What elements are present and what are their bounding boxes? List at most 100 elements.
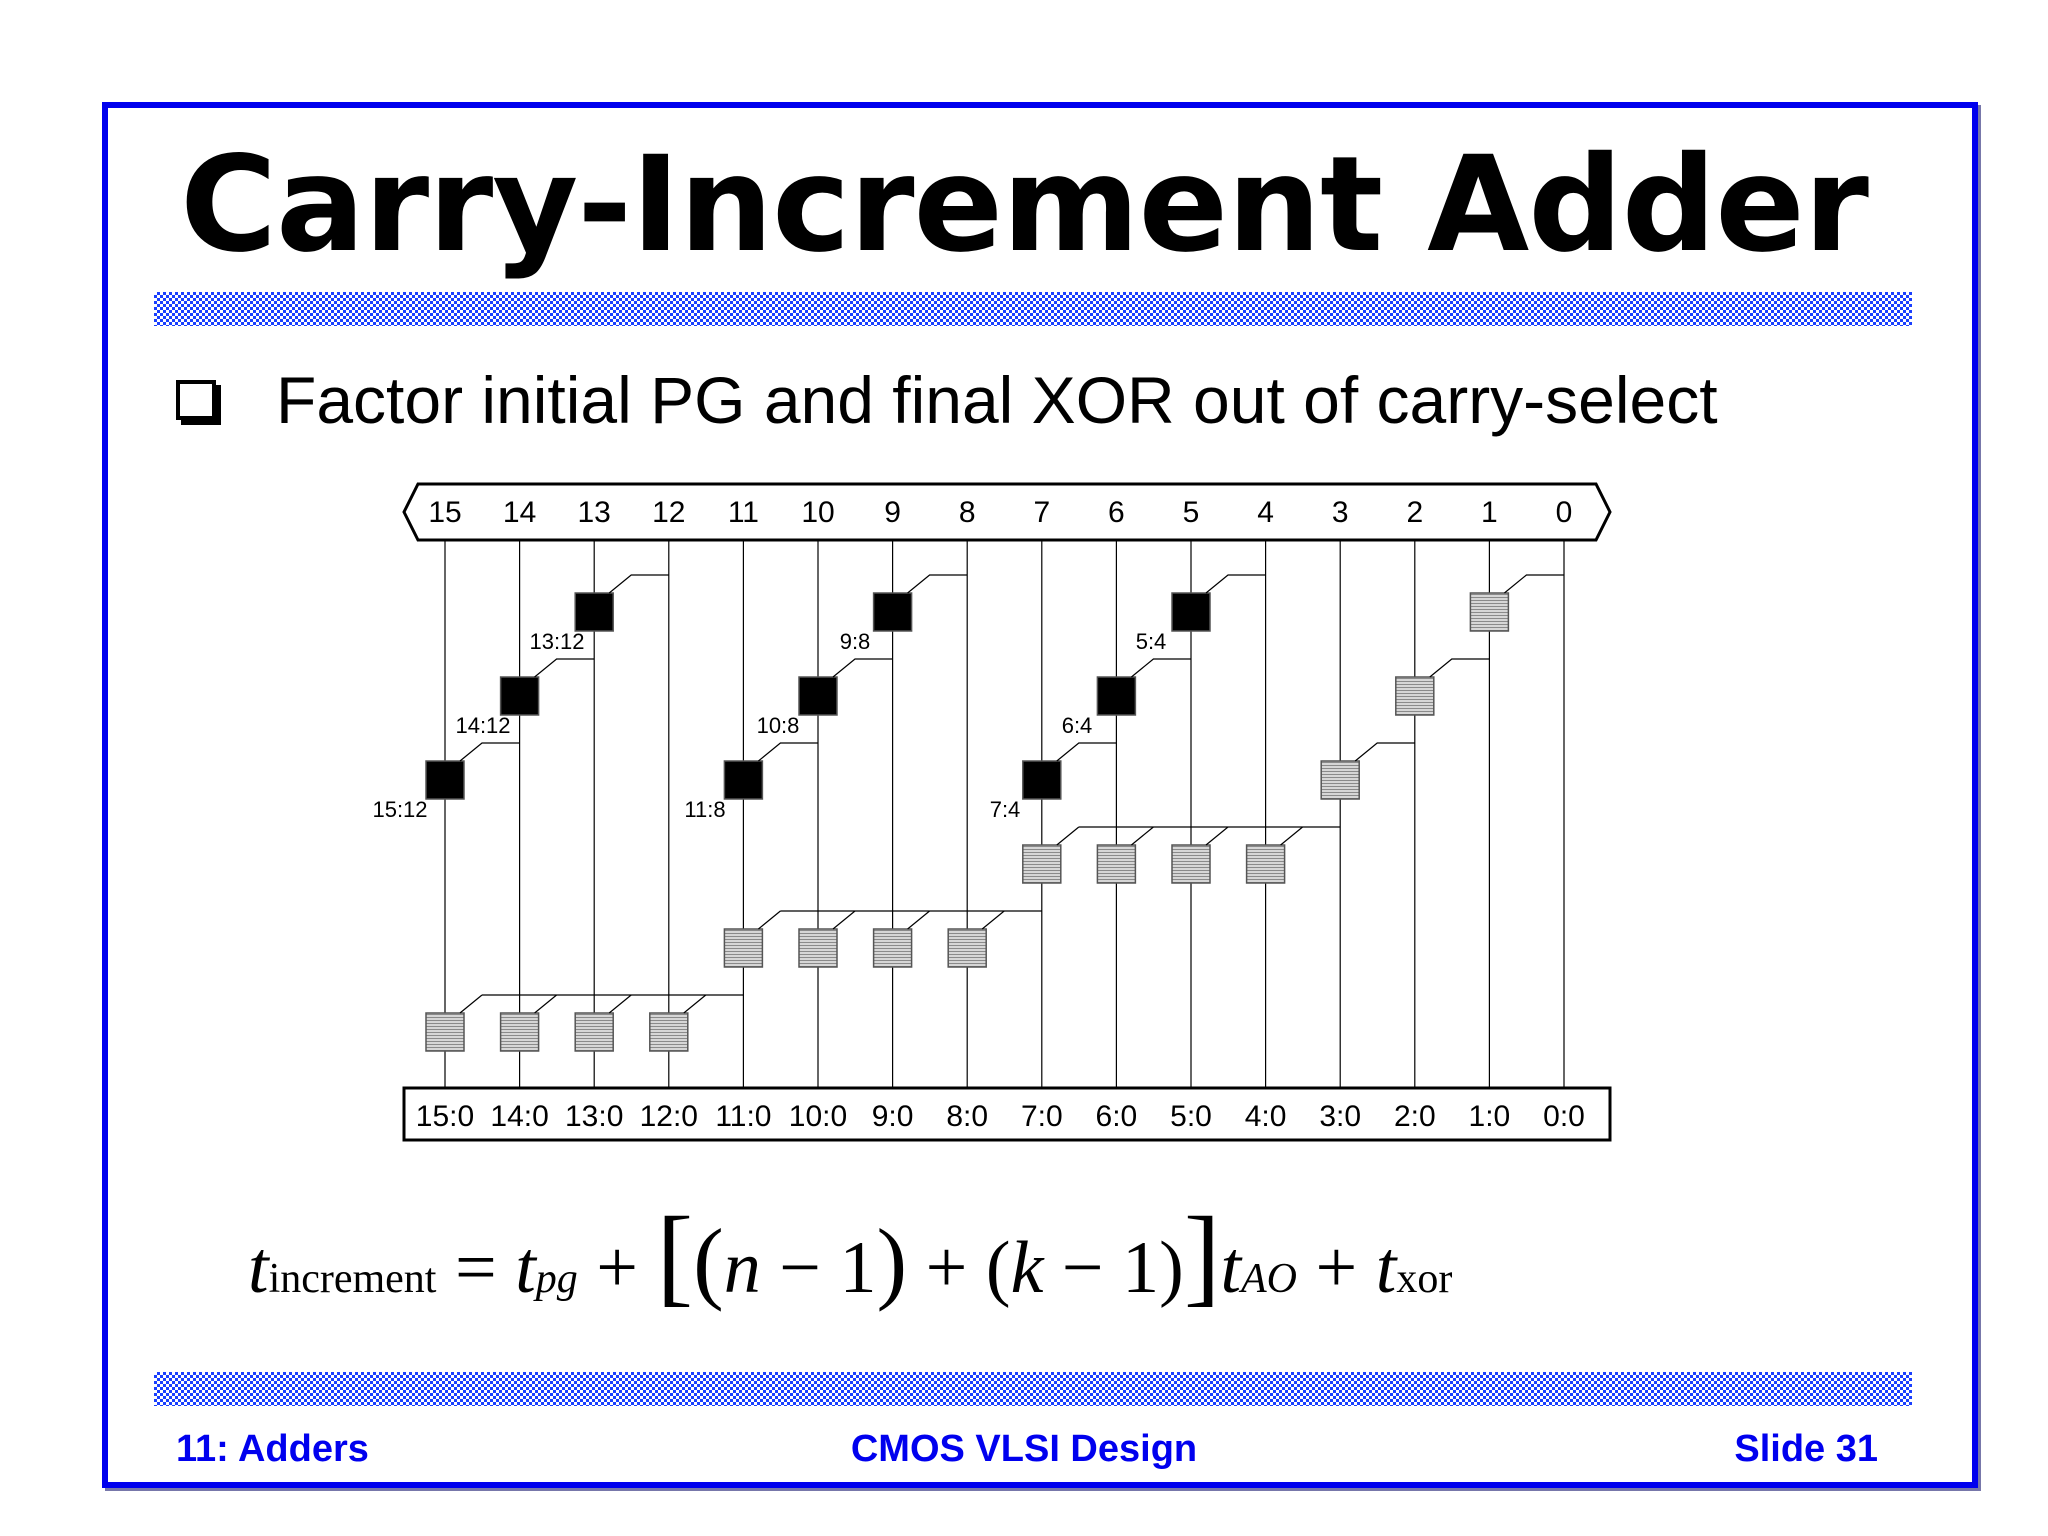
carry-link: [608, 574, 669, 594]
checkbox-bullet-icon: [176, 380, 216, 420]
carry-link: [534, 658, 595, 678]
gray-cell: [723, 928, 764, 968]
formula-t4: t: [1375, 1227, 1397, 1309]
gray-cell: [425, 1012, 465, 1052]
group-label: 15:12: [372, 797, 427, 822]
formula-plus3: +: [1297, 1227, 1376, 1309]
carry-link: [534, 994, 557, 1014]
formula-lparen: (: [693, 1210, 724, 1312]
carry-link: [1056, 826, 1080, 846]
output-bit-label: 11:0: [715, 1100, 771, 1133]
formula-sub-increment: increment: [268, 1256, 437, 1302]
formula-rbracket: ]: [1183, 1194, 1221, 1316]
input-bit-label: 14: [503, 496, 536, 529]
carry-link: [758, 742, 818, 762]
output-bit-label: 10:0: [789, 1100, 847, 1133]
top-hatch-divider: [154, 292, 1912, 326]
input-bit-label: 8: [959, 496, 976, 529]
gray-cell: [1022, 844, 1062, 884]
output-bit-label: 3:0: [1319, 1100, 1361, 1133]
black-cell: [1171, 592, 1211, 632]
group-label: 7:4: [990, 797, 1021, 822]
input-box-outline: [402, 482, 1612, 542]
black-cell: [723, 760, 764, 800]
carry-link: [832, 910, 856, 930]
carry-link: [683, 994, 707, 1014]
group-label: 5:4: [1136, 629, 1167, 654]
bottom-hatch-divider: [154, 1372, 1912, 1406]
gray-cell: [798, 928, 838, 968]
output-bit-label: 12:0: [640, 1100, 698, 1133]
carry-link: [832, 658, 893, 678]
carry-link: [907, 574, 968, 594]
carry-link: [1354, 742, 1415, 762]
carry-link: [459, 994, 483, 1014]
black-cell: [499, 676, 540, 716]
footer-course: CMOS VLSI Design: [850, 1428, 1198, 1470]
carry-link: [1131, 826, 1154, 846]
input-bit-label: 10: [801, 496, 834, 529]
input-bit-label: 5: [1183, 496, 1200, 529]
formula-k: k: [1010, 1227, 1044, 1309]
slide-title: Carry-Increment Adder: [180, 128, 1869, 282]
formula-t1: t: [248, 1227, 269, 1309]
input-bit-label: 1: [1481, 496, 1498, 529]
formula-plus1: +: [577, 1227, 657, 1309]
formula-rparen: ): [876, 1210, 908, 1312]
formula-sub-xor: xor: [1396, 1256, 1453, 1302]
input-bit-label: 15: [428, 496, 461, 529]
formula-eq: =: [436, 1227, 516, 1309]
bullet-item: Factor initial PG and final XOR out of c…: [176, 360, 1718, 440]
output-bit-label: 13:0: [565, 1100, 623, 1133]
output-box-outline: [402, 1086, 1612, 1142]
formula-sub-pg: pg: [535, 1256, 578, 1302]
formula-lbracket: [: [656, 1194, 694, 1316]
carry-link: [1280, 826, 1303, 846]
gray-cell: [1171, 844, 1211, 884]
black-cell: [1022, 760, 1062, 800]
output-bit-label: 0:0: [1543, 1100, 1585, 1133]
bullet-text: Factor initial PG and final XOR out of c…: [276, 363, 1718, 437]
formula-minus2: − 1): [1043, 1227, 1184, 1309]
black-cell: [1096, 676, 1137, 716]
black-cell: [798, 676, 838, 716]
input-bit-label: 2: [1406, 496, 1423, 529]
output-bit-label: 5:0: [1170, 1100, 1212, 1133]
black-cell: [425, 760, 465, 800]
group-label: 9:8: [840, 629, 871, 654]
formula-t2: t: [515, 1227, 536, 1309]
formula-n: n: [723, 1227, 761, 1309]
gray-cell: [1469, 592, 1510, 632]
carry-link: [907, 910, 930, 930]
formula-plus2: + (: [907, 1227, 1011, 1309]
output-bit-label: 7:0: [1021, 1100, 1063, 1133]
group-label: 13:12: [529, 629, 584, 654]
group-label: 10:8: [757, 713, 800, 738]
carry-link: [1429, 658, 1490, 678]
gray-cell: [1096, 844, 1137, 884]
output-bit-label: 1:0: [1469, 1100, 1511, 1133]
output-bit-label: 9:0: [872, 1100, 914, 1133]
black-cell: [872, 592, 913, 632]
formula-minus1: − 1: [760, 1227, 877, 1309]
input-bit-label: 7: [1033, 496, 1050, 529]
carry-link: [1131, 658, 1191, 678]
gray-cell: [1395, 676, 1435, 716]
input-bit-label: 12: [652, 496, 685, 529]
output-bit-label: 15:0: [416, 1100, 474, 1133]
carry-link: [1504, 574, 1564, 594]
group-label: 6:4: [1062, 713, 1093, 738]
gray-cell: [649, 1012, 689, 1052]
formula-t3: t: [1220, 1227, 1242, 1309]
gray-cell: [499, 1012, 540, 1052]
group-label: 14:12: [455, 713, 510, 738]
output-bit-label: 8:0: [946, 1100, 988, 1133]
gray-cell: [872, 928, 913, 968]
carry-link: [608, 994, 632, 1014]
carry-link: [981, 910, 1005, 930]
